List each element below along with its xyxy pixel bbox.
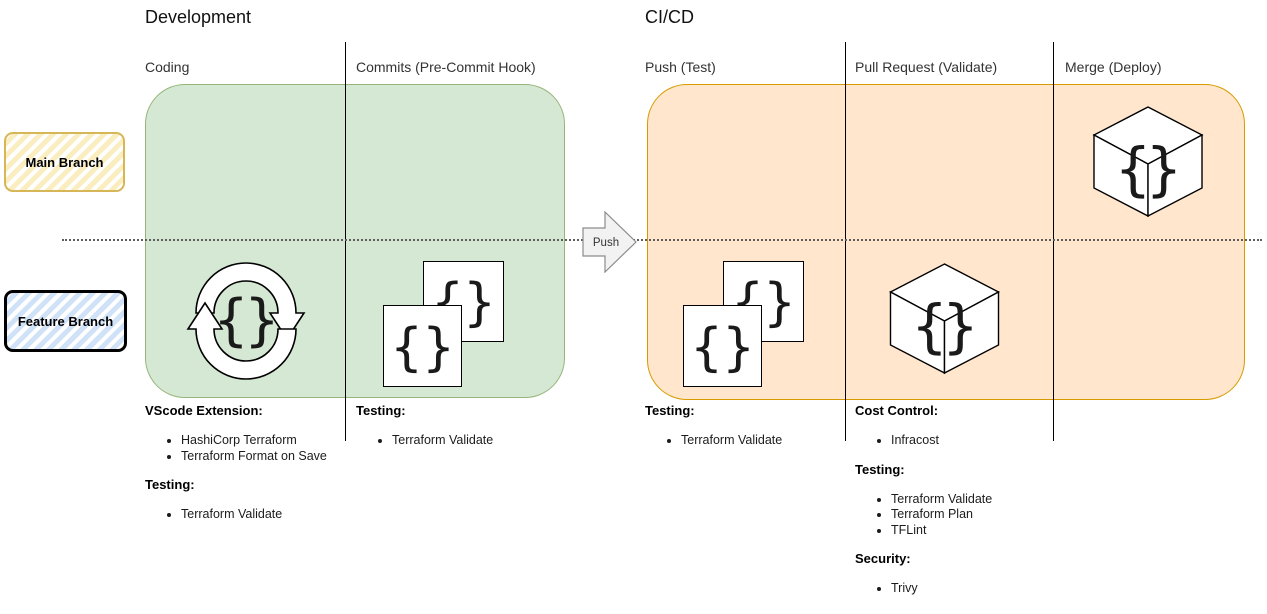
brace-left-glyph: { [390, 318, 423, 378]
branch-timeline-dotted-line [62, 239, 1262, 241]
separator-push-pullrequest [845, 42, 846, 441]
brace-left-glyph: { [213, 288, 249, 353]
note-heading: Security: [855, 551, 911, 566]
brace-right-glyph: } [763, 273, 796, 333]
note-list: HashiCorp Terraform Terraform Format on … [145, 433, 340, 464]
main-branch-node: Main Branch [4, 132, 125, 192]
push-notes: Testing: Terraform Validate [645, 403, 840, 462]
column-header-commits: Commits (Pre-Commit Hook) [356, 59, 536, 75]
cube-right-face [1147, 133, 1203, 218]
note-item: HashiCorp Terraform [181, 433, 340, 449]
column-header-merge: Merge (Deploy) [1065, 59, 1162, 75]
note-group: Testing: Terraform Validate [645, 403, 840, 449]
note-list: Terraform Validate Terraform Plan TFLint [855, 492, 1050, 539]
push-arrow-shape [582, 211, 637, 273]
code-files-icon-push: { } { } [683, 261, 804, 387]
brace-right-glyph: } [244, 288, 280, 353]
note-heading: Testing: [145, 477, 195, 492]
brace-right-glyph: } [422, 318, 455, 378]
note-group: Testing: Terraform Validate [145, 477, 340, 523]
note-group: Testing: Terraform Validate [356, 403, 551, 449]
development-section-title: Development [145, 7, 252, 27]
brace-right-glyph: } [942, 292, 979, 360]
code-files-icon-commits: { } { } [383, 261, 504, 387]
pull-request-notes: Cost Control: Infracost Testing: Terrafo… [855, 403, 1050, 610]
note-item: Terraform Validate [181, 507, 340, 523]
note-heading: Testing: [855, 461, 905, 477]
brace-left-glyph: { [911, 292, 948, 360]
note-list: Terraform Validate [645, 433, 840, 449]
code-file-front [383, 305, 462, 387]
note-group: Security: Trivy [855, 551, 1050, 597]
note-heading: Testing: [645, 403, 695, 418]
sync-loop-code-icon: { } [186, 262, 306, 380]
code-cube-icon-pull-request: { } [889, 263, 1000, 374]
brace-right-glyph: } [1146, 135, 1183, 203]
note-group: Cost Control: Infracost [855, 403, 1050, 449]
note-item: Infracost [891, 433, 1050, 449]
note-list: Trivy [855, 581, 1050, 597]
separator-coding-commits [345, 42, 346, 441]
note-item: Terraform Validate [392, 433, 551, 449]
feature-branch-label: Feature Branch [17, 313, 114, 329]
note-list: Infracost [855, 433, 1050, 449]
brace-left-glyph: { [690, 318, 723, 378]
cube-right-face [943, 290, 1000, 374]
push-arrow-icon: Push [582, 211, 637, 273]
note-item: Terraform Validate [681, 433, 840, 449]
column-header-push: Push (Test) [645, 59, 716, 75]
note-group: Testing: Terraform Validate Terraform Pl… [855, 462, 1050, 539]
note-heading: Testing: [356, 403, 406, 418]
code-cube-icon-merge: { } [1092, 106, 1204, 218]
separator-pullrequest-merge [1053, 42, 1054, 441]
note-heading: VScode Extension: [145, 403, 263, 418]
brace-left-glyph: { [1115, 135, 1152, 203]
sync-top-arrow [195, 262, 306, 341]
note-list: Terraform Validate [145, 507, 340, 523]
push-arrow-label: Push [593, 237, 619, 249]
note-heading: Cost Control: [855, 403, 939, 418]
note-list: Terraform Validate [356, 433, 551, 449]
brace-right-glyph: } [722, 318, 755, 378]
code-file-front [683, 305, 762, 387]
brace-right-glyph: } [463, 273, 496, 333]
sync-bottom-arrow [186, 301, 297, 380]
column-header-coding: Coding [145, 59, 190, 75]
coding-notes: VScode Extension: HashiCorp Terraform Te… [145, 403, 340, 536]
note-item: Trivy [891, 581, 1050, 597]
feature-branch-node: Feature Branch [4, 290, 127, 352]
main-branch-label: Main Branch [25, 154, 104, 170]
note-item: Terraform Plan [891, 507, 1050, 523]
note-group: VScode Extension: HashiCorp Terraform Te… [145, 403, 340, 464]
note-item: TFLint [891, 523, 1050, 539]
note-item: Terraform Format on Save [181, 449, 340, 465]
cicd-section-title: CI/CD [645, 7, 694, 27]
commits-notes: Testing: Terraform Validate [356, 403, 551, 462]
column-header-pull-request: Pull Request (Validate) [855, 59, 998, 75]
note-item: Terraform Validate [891, 492, 1050, 508]
